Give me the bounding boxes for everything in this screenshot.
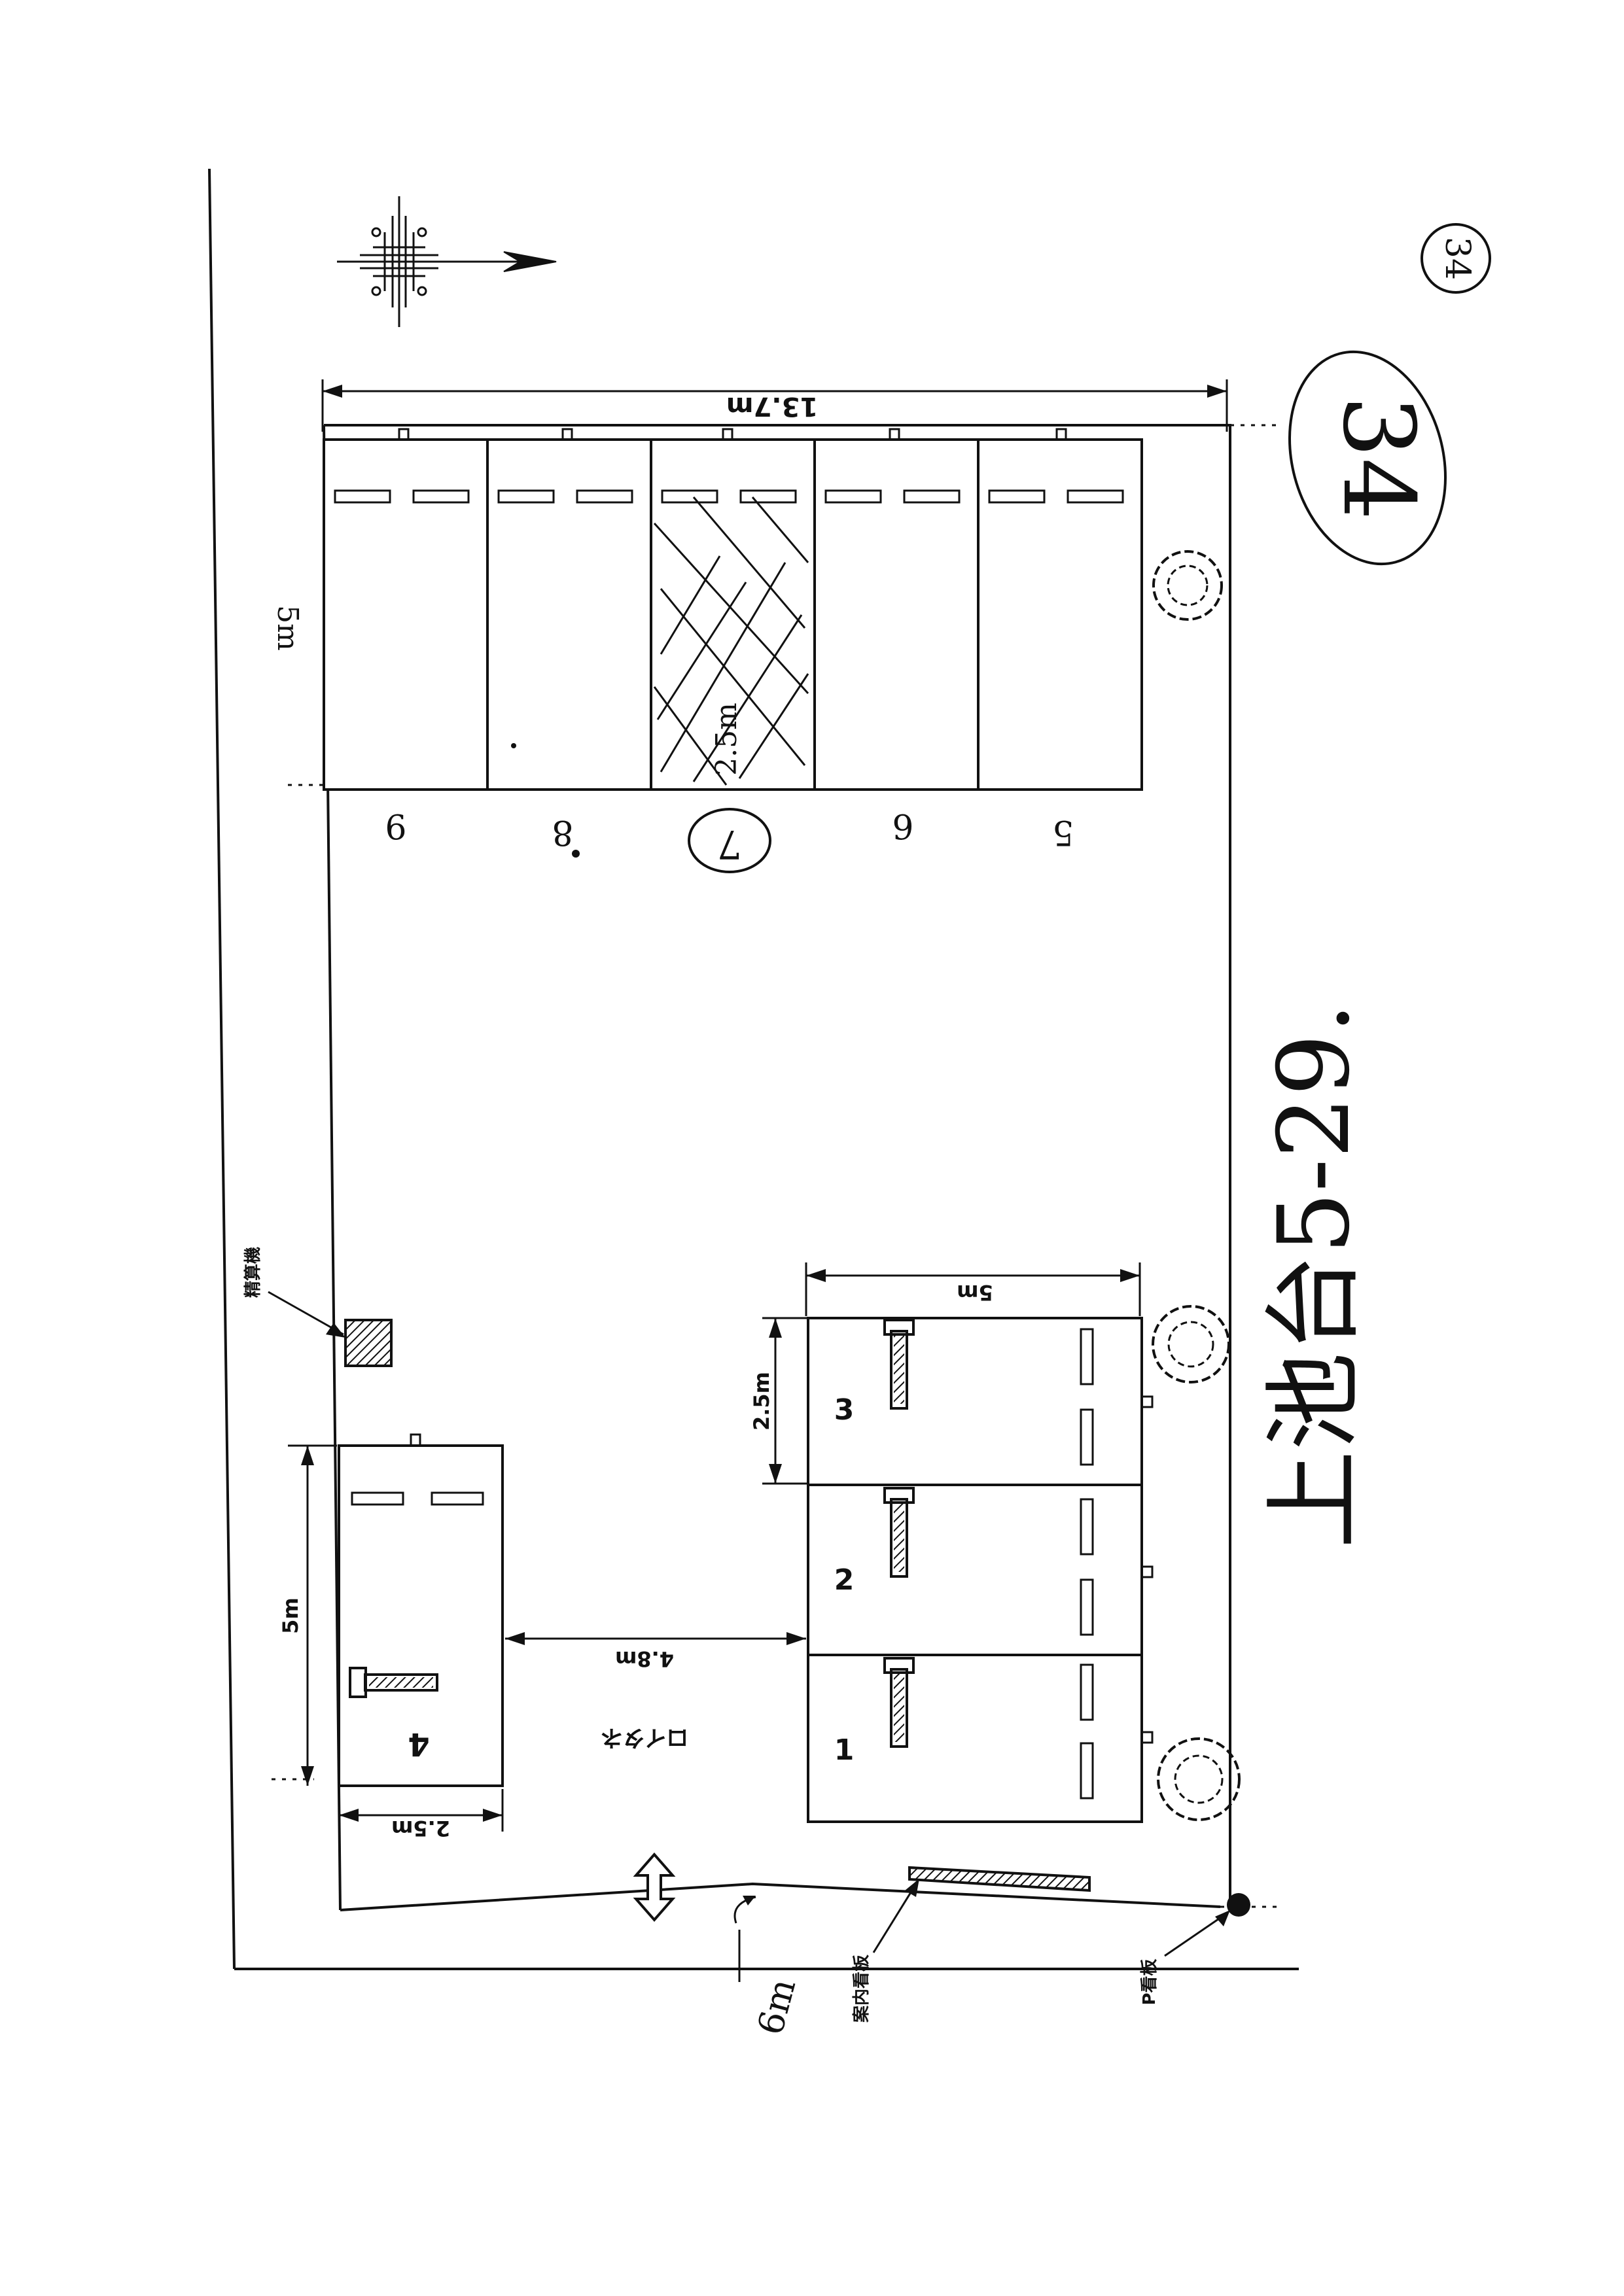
- page-number-mark: 34: [1421, 223, 1491, 294]
- car-icon: [883, 1319, 915, 1410]
- total-width-dimension: 13.7m: [321, 379, 1228, 432]
- lower-parking-row: 3 2 1: [807, 1317, 1154, 1823]
- bay-number-6: 6: [892, 806, 913, 845]
- compass-rose-icon: [337, 196, 557, 327]
- highlighted-bay-7-hatch: [653, 496, 809, 786]
- parking-bay-4: 4: [338, 1433, 504, 1787]
- bay-number-1: 1: [834, 1733, 855, 1767]
- circled-lot-number-text: 34: [1321, 396, 1435, 521]
- lower-bay-width-dimension: 2.5m: [749, 1317, 808, 1485]
- bay-number-5: 5: [1052, 812, 1074, 852]
- tree-icon: [1152, 550, 1223, 621]
- left-road-edge: [208, 168, 236, 1970]
- car-icon: [883, 1487, 915, 1578]
- road-width-dimension: 6m: [733, 1896, 803, 2039]
- page-number-text: 34: [1438, 237, 1477, 280]
- road-width-label: 6m: [749, 1974, 803, 2039]
- bay-number-8: 8: [552, 812, 573, 852]
- bay-number-3: 3: [834, 1393, 855, 1427]
- bay4-length-label: 5m: [278, 1597, 303, 1634]
- bay-number-9: 9: [385, 806, 406, 845]
- aisle-width-label: 4.8m: [615, 1646, 674, 1671]
- payment-machine-label: 精算機: [243, 1247, 263, 1298]
- payment-machine-icon: [268, 1291, 393, 1367]
- lower-bay-length-label: 5m: [957, 1280, 993, 1305]
- aisle-width-dimension: 4.8m: [505, 1632, 806, 1671]
- car-icon: [883, 1657, 915, 1748]
- handwritten-address: 上池台5-29.: [1258, 1003, 1371, 1549]
- bay-number-2: 2: [834, 1563, 855, 1597]
- tree-icon: [1157, 1737, 1241, 1821]
- lower-bay-length-dimension: 5m: [805, 1262, 1141, 1316]
- bay4-length-dimension: 5m: [278, 1444, 337, 1786]
- top-row-outline: [323, 438, 1143, 791]
- bay-number-4: 4: [408, 1726, 429, 1762]
- guide-sign-icon: [872, 1866, 1091, 1953]
- bay-7-circle: [688, 808, 771, 873]
- lower-bay-width-label: 2.5m: [749, 1372, 774, 1431]
- tree-icon: [1152, 1305, 1230, 1383]
- aisle-label: ロイタネ: [601, 1724, 689, 1750]
- guide-sign-label: 案内看板: [851, 1955, 872, 2023]
- top-parking-row: 2.5m 5m: [271, 428, 1223, 791]
- p-sign-label: P看板: [1140, 1958, 1159, 2005]
- top-bay-length-note: 5m: [271, 605, 304, 651]
- bay4-width-dimension: 2.5m: [339, 1789, 504, 1841]
- p-sign-icon: [1164, 1893, 1250, 1957]
- total-width-label: 13.7m: [726, 391, 818, 421]
- circled-lot-number: 34: [1288, 350, 1447, 566]
- bay4-width-label: 2.5m: [391, 1816, 450, 1841]
- car-icon: [349, 1667, 438, 1698]
- lot-front-boundary: [340, 1882, 1221, 1911]
- bay-number-7: 7: [717, 821, 742, 867]
- entrance-double-arrow-icon: [633, 1852, 676, 1922]
- bay7-width-note: 2.5m: [710, 703, 743, 776]
